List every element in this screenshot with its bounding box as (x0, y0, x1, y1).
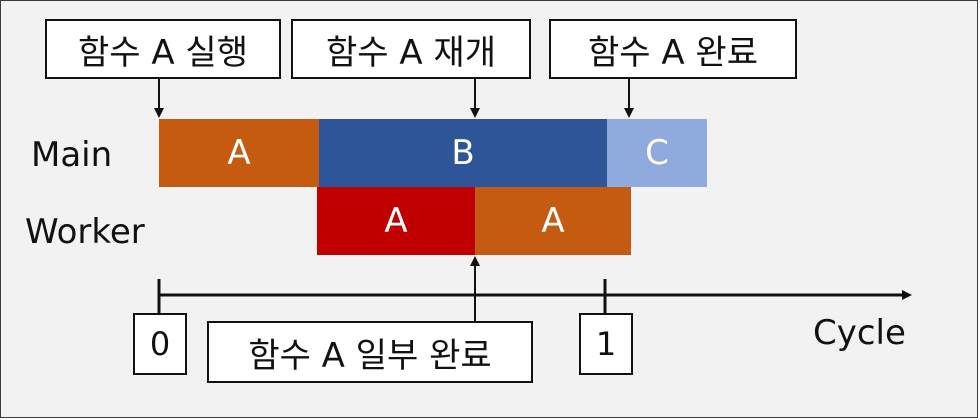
callout-function-a-complete: 함수 A 완료 (549, 19, 797, 79)
tick-label-1: 1 (579, 313, 633, 375)
callout-function-a-partial-complete: 함수 A 일부 완료 (207, 321, 533, 383)
row-label-main: Main (31, 135, 113, 175)
worker-segment-a-second: A (475, 187, 631, 255)
main-segment-c: C (607, 119, 707, 187)
main-segment-b: B (319, 119, 607, 187)
callout-function-a-start: 함수 A 실행 (45, 19, 281, 79)
axis-title-cycle: Cycle (813, 313, 906, 353)
callout-function-a-resume: 함수 A 재개 (291, 19, 531, 79)
main-segment-a: A (159, 119, 319, 187)
tick-label-0: 0 (133, 313, 187, 375)
row-label-worker: Worker (25, 212, 145, 252)
worker-segment-a-first: A (317, 187, 475, 255)
